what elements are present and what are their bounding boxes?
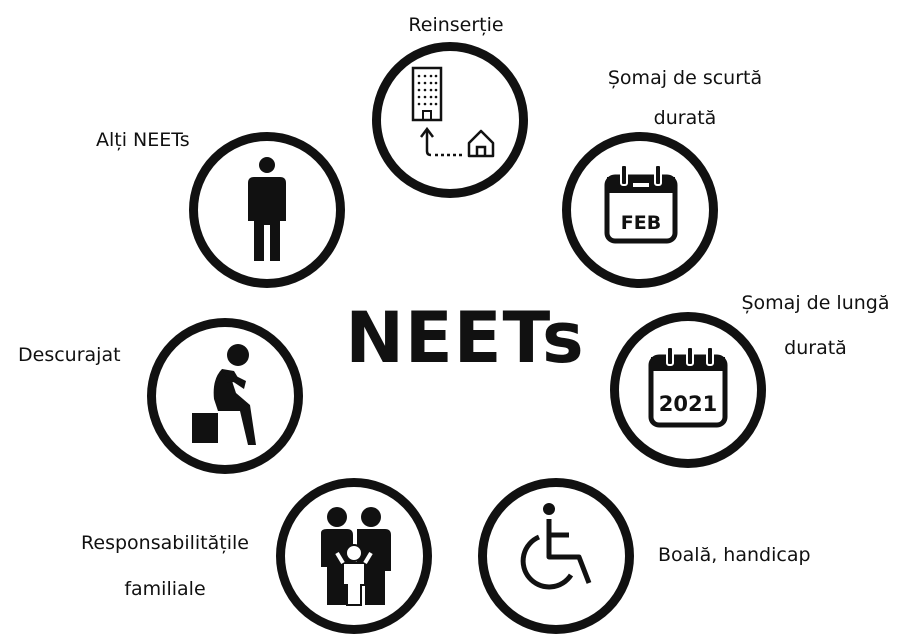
building-to-house-icon [411, 66, 495, 158]
node-boala [478, 478, 634, 634]
label-reinsertie: Reinserție [408, 14, 504, 36]
node-somaj-lung: 2021 [610, 312, 766, 468]
node-descurajat [147, 318, 303, 474]
node-alti [189, 132, 345, 288]
wheelchair-icon [520, 503, 592, 590]
label-alti: Alți NEETs [96, 129, 190, 151]
node-somaj-scurt: FEB [562, 132, 718, 288]
calendar-icon: FEB [604, 164, 678, 244]
label-somaj-lung-1: Șomaj de lungă [741, 292, 890, 314]
calendar-text-feb: FEB [621, 212, 661, 234]
label-boala: Boală, handicap [658, 544, 811, 566]
label-somaj-scurt-2: durată [653, 107, 717, 129]
family-icon [321, 507, 391, 606]
label-somaj-scurt-1: Șomaj de scurtă [607, 67, 763, 89]
node-familie [276, 478, 432, 634]
sad-person-sitting-icon [192, 344, 256, 445]
center-title: NEETs [345, 297, 585, 379]
calendar-text-2021: 2021 [659, 392, 717, 416]
calendar-icon: 2021 [648, 346, 728, 428]
person-icon [248, 157, 286, 261]
label-familie-2: familiale [124, 578, 206, 600]
node-reinsertie [372, 42, 528, 198]
label-familie-1: Responsabilitățile [81, 532, 249, 554]
label-descurajat: Descurajat [18, 344, 121, 366]
label-somaj-lung-2: durată [784, 337, 847, 359]
